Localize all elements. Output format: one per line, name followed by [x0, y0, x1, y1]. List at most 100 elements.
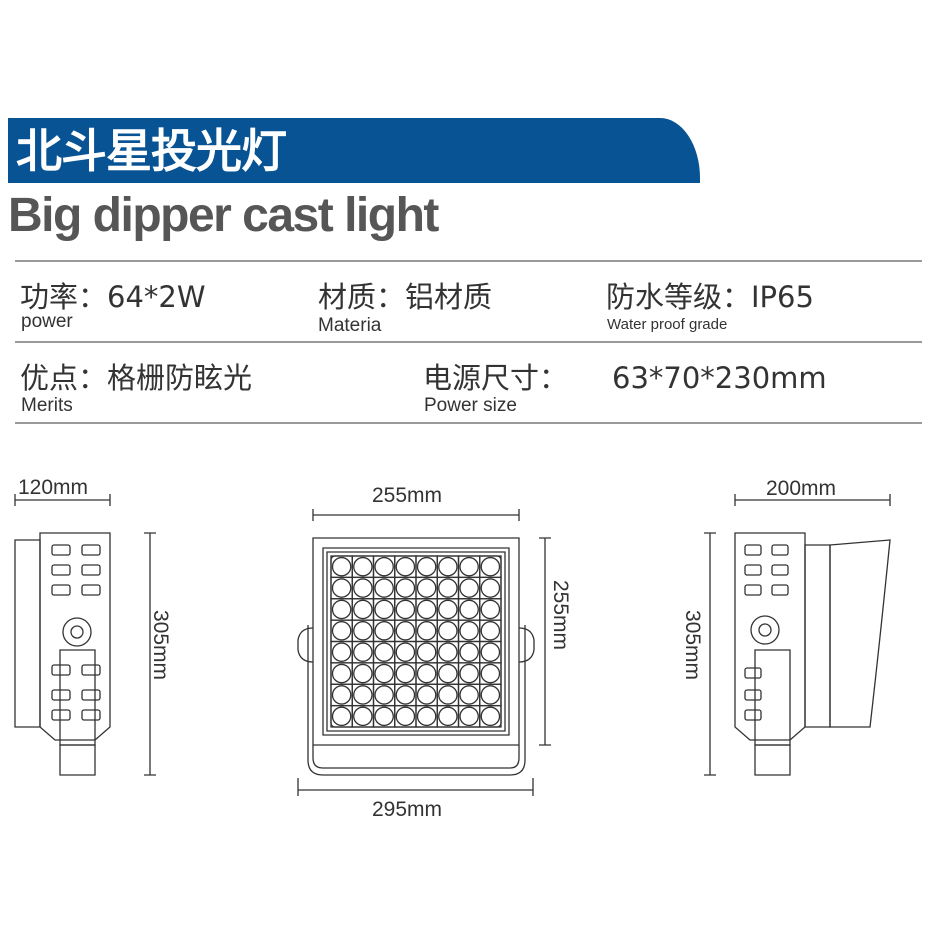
led-lens [353, 556, 373, 577]
led-cell [372, 576, 396, 600]
led-cell [394, 683, 417, 707]
led-cell [351, 576, 375, 600]
led-lens [374, 663, 394, 684]
led-cell [479, 555, 502, 579]
led-lens [353, 599, 373, 620]
led-lens [480, 663, 501, 684]
led-cell [479, 704, 502, 728]
led-cell [351, 555, 375, 579]
led-lens [331, 685, 352, 705]
led-cell [372, 662, 396, 685]
led-lens [395, 685, 416, 705]
led-lens [374, 556, 394, 577]
led-cell [457, 576, 481, 600]
led-cell [394, 662, 417, 685]
divider [15, 260, 922, 262]
led-cell [330, 640, 353, 664]
led-lens [416, 599, 437, 620]
led-lens [353, 621, 373, 641]
led-lens [353, 663, 373, 684]
led-lens [353, 685, 373, 705]
spec-material-sub: Materia [318, 315, 382, 336]
led-lens [395, 621, 416, 641]
led-cell [394, 555, 417, 579]
led-cell [415, 662, 438, 685]
vent-slot [744, 584, 762, 596]
led-cell [330, 576, 353, 600]
spec-power-size-sub: Power size [424, 395, 517, 416]
led-lens [438, 706, 458, 727]
spec-power-size: 电源尺寸： [423, 361, 569, 395]
led-lens [480, 578, 501, 598]
led-lens [331, 599, 352, 620]
led-lens [331, 578, 352, 598]
vent-slot [81, 709, 101, 721]
led-cell [394, 704, 417, 728]
vent-slot [771, 584, 789, 596]
led-lens [459, 642, 479, 662]
led-cell [457, 598, 481, 621]
led-lens [395, 578, 416, 598]
vent-slot [51, 664, 71, 676]
led-cell [457, 683, 481, 707]
led-cell [415, 619, 438, 643]
led-lens [416, 685, 437, 705]
divider [15, 341, 922, 343]
led-cell [415, 598, 438, 621]
led-cell [457, 619, 481, 643]
led-lens [395, 642, 416, 662]
led-cell [372, 640, 396, 664]
led-cell [436, 598, 460, 621]
led-cell [436, 619, 460, 643]
led-lens [438, 599, 458, 620]
led-lens [480, 706, 501, 727]
led-cell [415, 683, 438, 707]
led-cell [372, 598, 396, 621]
vent-slot [51, 584, 71, 596]
led-lens [395, 706, 416, 727]
led-cell [479, 662, 502, 685]
vent-slot [744, 667, 762, 679]
led-cell [415, 576, 438, 600]
led-cell [436, 555, 460, 579]
led-cell [479, 683, 502, 707]
led-lens [438, 556, 458, 577]
led-lens [395, 663, 416, 684]
spec-power-size-value: 63*70*230mm [612, 361, 827, 395]
led-cell [457, 662, 481, 685]
led-cell [415, 555, 438, 579]
led-lens [459, 556, 479, 577]
dimension-lines [14, 494, 891, 796]
led-cell [479, 619, 502, 643]
led-cell [351, 619, 375, 643]
spec-merits: 优点：格栅防眩光 [20, 361, 253, 395]
dim-front-total-width: 295mm [372, 798, 443, 821]
front-view-drawing [297, 537, 535, 776]
led-cell [394, 640, 417, 664]
led-lens [459, 621, 479, 641]
led-cell [351, 704, 375, 728]
led-cell [457, 555, 481, 579]
led-lens [374, 642, 394, 662]
led-lens [416, 556, 437, 577]
led-lens [395, 556, 416, 577]
led-lens [331, 556, 352, 577]
vent-slot [51, 709, 71, 721]
vent-slot [81, 544, 101, 556]
led-lens [374, 599, 394, 620]
product-title-cn: 北斗星投光灯 [16, 124, 287, 178]
led-cell [372, 555, 396, 579]
led-lens [331, 706, 352, 727]
dim-rear-width: 200mm [766, 477, 837, 500]
led-cell [394, 619, 417, 643]
led-cell [436, 662, 460, 685]
led-cell [457, 704, 481, 728]
vent-slot [81, 584, 101, 596]
led-cell [479, 640, 502, 664]
led-cell [372, 619, 396, 643]
led-lens [416, 578, 437, 598]
vent-slot [744, 709, 762, 721]
dim-front-inner-width: 255mm [372, 484, 443, 507]
led-cell [436, 704, 460, 728]
